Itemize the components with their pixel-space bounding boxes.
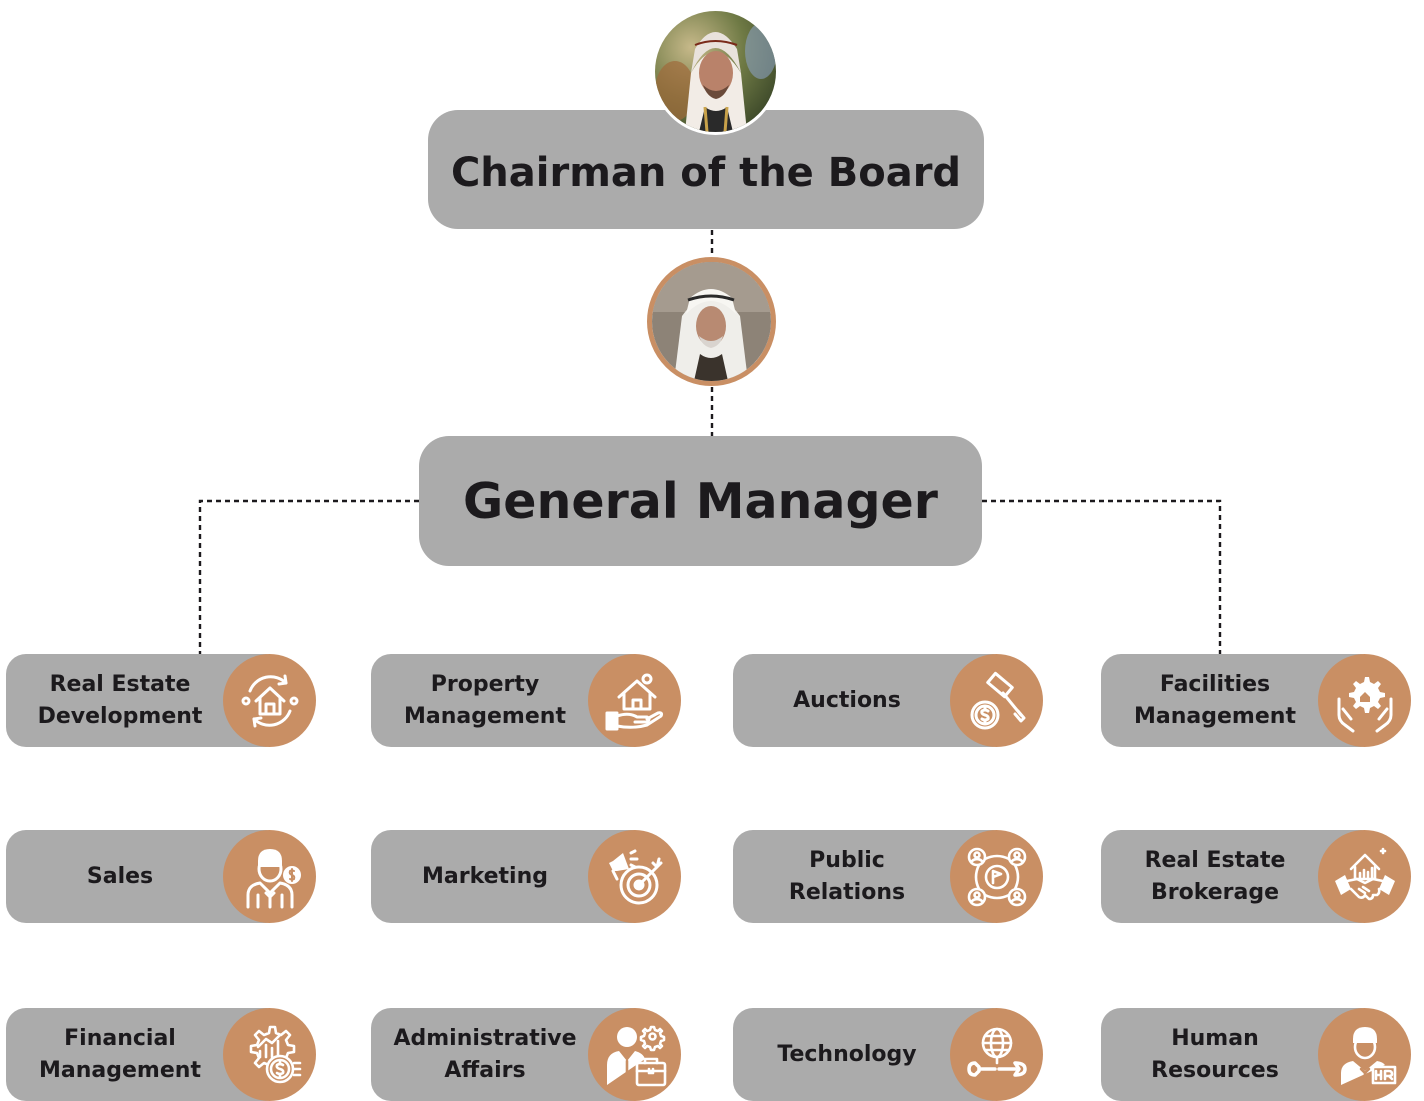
network-people-icon: [950, 830, 1043, 923]
dept-marketing: Marketing: [371, 830, 681, 923]
dept-financial-management: Financial Management: [6, 1008, 316, 1101]
dept-real-estate-brokerage: Real Estate Brokerage: [1101, 830, 1411, 923]
dept-public-relations: Public Relations: [733, 830, 1043, 923]
general-manager-box: General Manager: [419, 436, 982, 566]
dept-label: Technology: [777, 1041, 917, 1067]
dept-sales: Sales: [6, 830, 316, 923]
dept-human-resources: Human Resources: [1101, 1008, 1411, 1101]
megaphone-target-icon: [588, 830, 681, 923]
dept-label: Property Management: [404, 671, 566, 729]
gavel-coin-icon: [950, 654, 1043, 747]
left-branch-connector: [198, 499, 419, 654]
dept-property-management: Property Management: [371, 654, 681, 747]
dept-label: Marketing: [421, 863, 549, 889]
person-briefcase-icon: [588, 1008, 681, 1101]
dept-label: Facilities Management: [1134, 671, 1296, 729]
globe-tools-icon: [950, 1008, 1043, 1101]
hr-person-icon: [1318, 1008, 1411, 1101]
handshake-building-icon: [1318, 830, 1411, 923]
salesman-icon: [223, 830, 316, 923]
dept-label: Sales: [86, 863, 154, 889]
hands-gear-icon: [1318, 654, 1411, 747]
dept-technology: Technology: [733, 1008, 1043, 1101]
dept-label: Administrative Affairs: [393, 1025, 577, 1083]
dept-label: Real Estate Brokerage: [1144, 847, 1286, 905]
hand-house-icon: [588, 654, 681, 747]
dept-label: Public Relations: [788, 847, 906, 905]
dept-auctions: Auctions: [733, 654, 1043, 747]
general-manager-photo: [647, 257, 776, 386]
gear-chart-coins-icon: [223, 1008, 316, 1101]
chairman-title: Chairman of the Board: [450, 149, 962, 196]
dept-administrative-affairs: Administrative Affairs: [371, 1008, 681, 1101]
chairman-photo: [652, 8, 779, 135]
dept-facilities-management: Facilities Management: [1101, 654, 1411, 747]
dept-label: Auctions: [793, 687, 901, 713]
dept-label: Financial Management: [39, 1025, 201, 1083]
house-cycle-icon: [223, 654, 316, 747]
general-manager-title: General Manager: [463, 472, 938, 530]
right-branch-connector: [982, 499, 1222, 654]
dept-real-estate-development: Real Estate Development: [6, 654, 316, 747]
dept-label: Real Estate Development: [37, 671, 203, 729]
dept-label: Human Resources: [1151, 1025, 1279, 1083]
